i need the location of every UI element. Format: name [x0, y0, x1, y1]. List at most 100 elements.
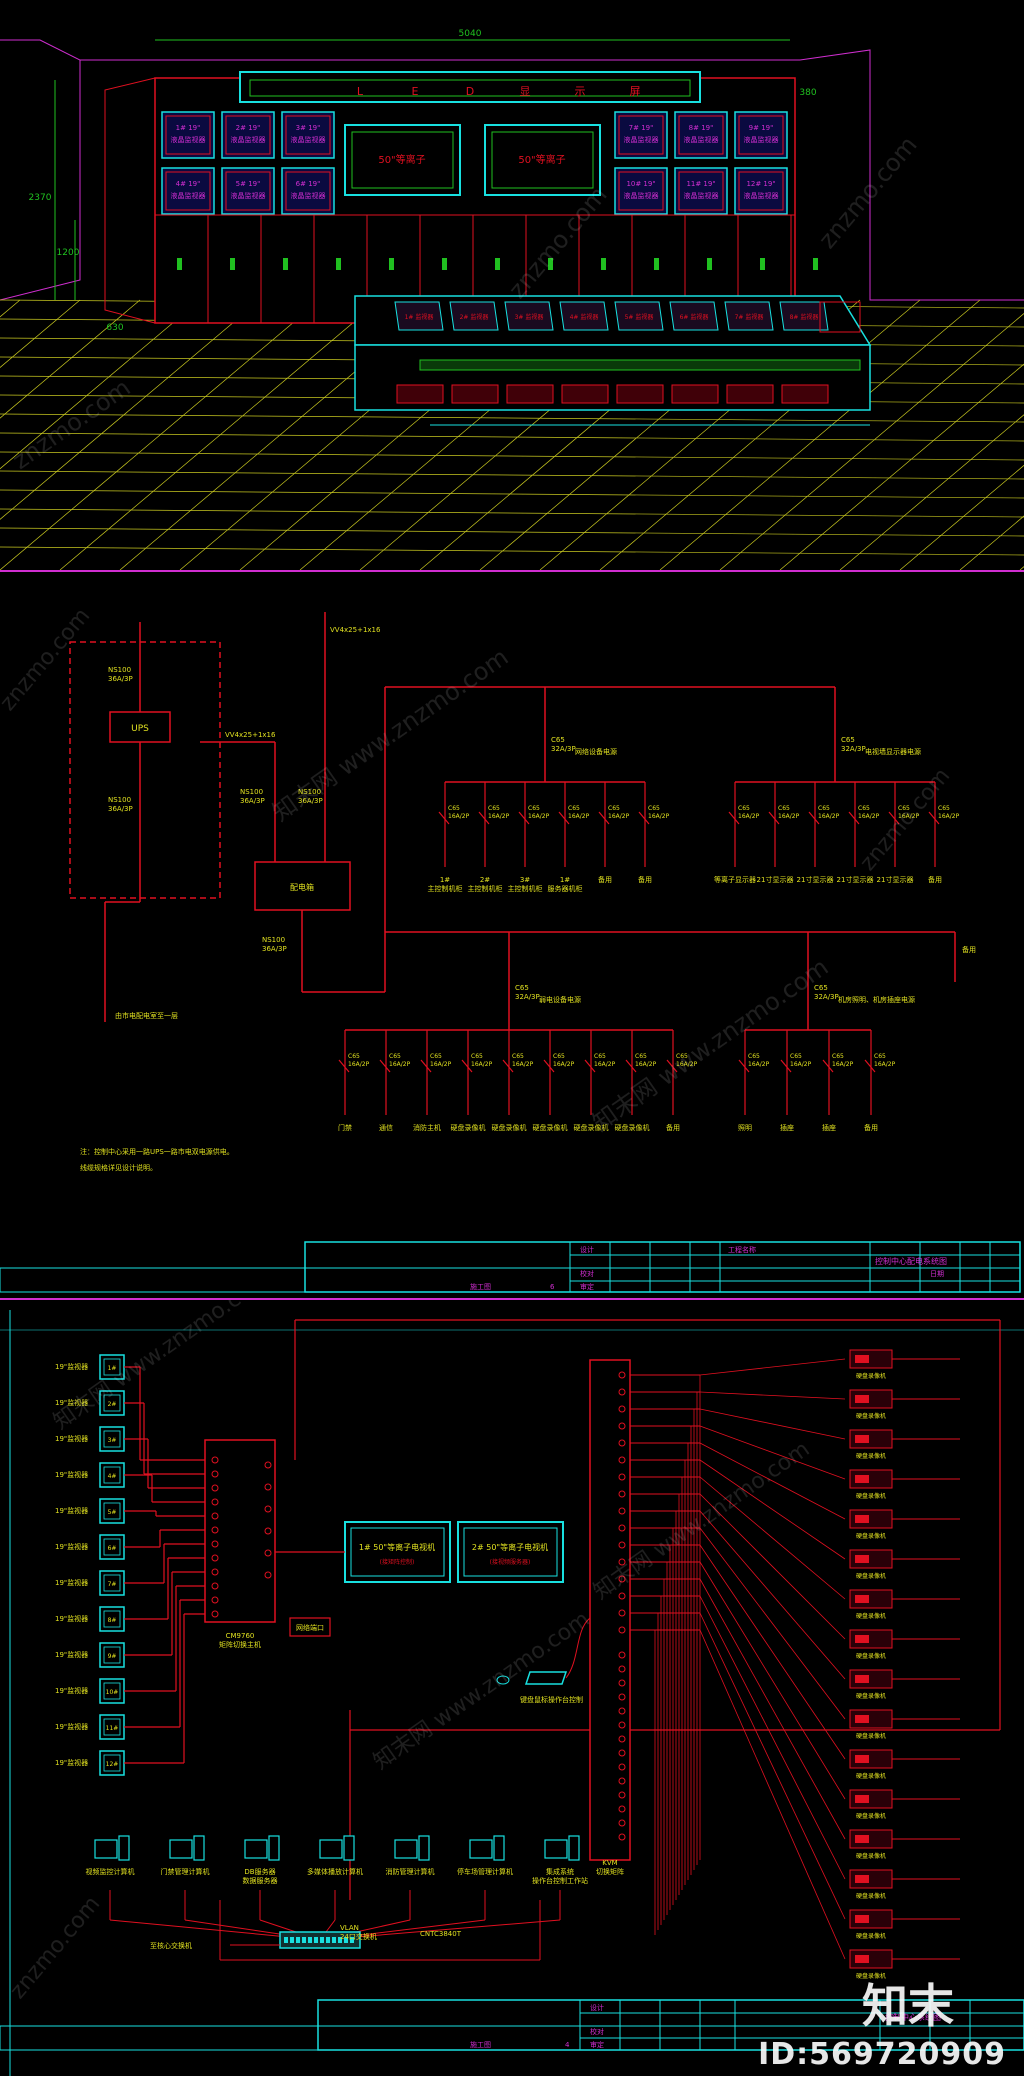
monitor-id: 5# [108, 1509, 117, 1516]
dvr-label-line: 硬盘录像机 [856, 1772, 886, 1780]
matrix-label-line: CM9760 [226, 1632, 255, 1640]
dvr-label-line: 硬盘录像机 [856, 1612, 886, 1620]
console-drawer [671, 384, 719, 404]
console-drawer [781, 384, 829, 404]
monitor-icon-screen [103, 1430, 121, 1448]
feeder-rating-line: 16A/2P [818, 813, 840, 820]
feeder-rating-line: C65 [676, 1053, 688, 1060]
feeder-rating-line: C65 [512, 1053, 524, 1060]
workstation-label-line: 数据服务器 [243, 1876, 278, 1885]
breaker-label-line: 36A/3P [108, 675, 133, 683]
floor-grid-line [0, 451, 1024, 461]
matrix-port [211, 1484, 219, 1492]
feeder-label-line: 主控制机柜 [508, 884, 543, 893]
core-switch-label-line: 至核心交换机 [150, 1941, 192, 1950]
monitor-cell [674, 167, 728, 215]
tb-approve: 审定 [580, 1282, 594, 1291]
dim-h1-line: 2370 [29, 193, 52, 203]
kvm-label-line: KVM [602, 1859, 617, 1867]
monitor-id: 4# 19" [176, 180, 201, 188]
feeder-rating-line: C65 [488, 805, 500, 812]
feeder-label-line: 备用 [638, 875, 652, 884]
floor-grid-line [959, 515, 1024, 570]
floor-grid-line [1019, 566, 1024, 570]
dim-width-line: 5040 [459, 29, 482, 39]
monitor-label-line: 液晶监视器 [744, 191, 779, 200]
feeder-label-line: 硬盘录像机 [451, 1123, 486, 1132]
feeder-label-line: 通信 [379, 1123, 393, 1132]
monitor-label: 19"监视器 [55, 1398, 88, 1407]
monitor-id-line: 3# 19" [296, 124, 321, 132]
monitor-label: 19"监视器 [55, 1542, 88, 1551]
dvr-label: 硬盘录像机 [856, 1892, 886, 1900]
monitor-label-line: 液晶监视器 [171, 135, 206, 144]
kvm-port [618, 1524, 626, 1532]
dim-h3: 380 [799, 88, 816, 98]
floor-grid-line [839, 414, 1024, 570]
console-monitor [779, 301, 829, 331]
monitor-id-line: 10# 19" [626, 180, 655, 188]
feeder-label: 备用 [638, 875, 652, 884]
feeder-rating-line: 16A/2P [568, 813, 590, 820]
breaker-symbol [666, 1059, 678, 1073]
plasma-tv-1-note: (接矩阵控制) [380, 1558, 415, 1566]
dvr-label-line: 硬盘录像机 [856, 1692, 886, 1700]
dvr-label: 硬盘录像机 [856, 1492, 886, 1500]
led-banner-char: 显 [520, 85, 531, 98]
ups-label-line: UPS [131, 724, 149, 734]
feeder-rating-line: 16A/2P [389, 1061, 411, 1068]
feeder-rating-line: C65 [832, 1053, 844, 1060]
group-title-line: 弱电设备电源 [539, 995, 581, 1004]
dvr-link [699, 1391, 846, 1400]
plasma-tv-2-inner [463, 1527, 558, 1577]
group-rating-line: C65 [515, 984, 529, 992]
monitor-id: 2# 19" [236, 124, 261, 132]
feeder-label-line: 服务器机柜 [548, 884, 583, 893]
workstation-monitor [319, 1839, 343, 1859]
kvm-port [618, 1490, 626, 1498]
monitor-id-line: 9# [108, 1653, 117, 1660]
console-monitor-label-line: 4# 监视器 [570, 313, 599, 321]
breaker-label-line: NS100 [108, 666, 131, 674]
breaker-symbol [625, 1059, 637, 1073]
dvr-label: 硬盘录像机 [856, 1572, 886, 1580]
console-monitor-label-line: 1# 监视器 [405, 313, 434, 321]
dvr-led [855, 1715, 869, 1723]
monitor-label-line: 19"监视器 [55, 1542, 88, 1551]
watermark-text: 知末网 www.znzmo.com [587, 953, 833, 1137]
feeder-label: 21寸显示器 [837, 875, 874, 884]
group-title-line: 电视墙显示器电源 [865, 747, 921, 756]
dvr-link [699, 1425, 846, 1480]
monitor-label-line: 液晶监视器 [624, 191, 659, 200]
monitor-label-line: 19"监视器 [55, 1470, 88, 1479]
tb-check-line: 校对 [580, 1269, 594, 1278]
dim-width: 5040 [459, 29, 482, 39]
matrix-port [264, 1483, 272, 1491]
floor-grid-line [779, 363, 1024, 570]
floor-grid-line [0, 299, 261, 520]
console-monitor-label: 8# 监视器 [790, 313, 819, 321]
feeder-rating-line: 16A/2P [448, 813, 470, 820]
kvm-port [618, 1707, 626, 1715]
breaker-symbol [558, 811, 570, 825]
ups-box [109, 711, 171, 743]
monitor-label: 19"监视器 [55, 1614, 88, 1623]
monitor-label-line: 19"监视器 [55, 1506, 88, 1515]
monitor-icon-screen [103, 1538, 121, 1556]
switch-port [338, 1937, 342, 1943]
monitor-cell [614, 111, 668, 159]
monitor-label-line: 液晶监视器 [744, 135, 779, 144]
monitor-label: 19"监视器 [55, 1722, 88, 1731]
cabinet-handle [813, 258, 818, 270]
monitor-label: 液晶监视器 [291, 191, 326, 200]
monitor-label: 19"监视器 [55, 1362, 88, 1371]
monitor-label-line: 19"监视器 [55, 1434, 88, 1443]
watermark-text: znzmo.com [5, 1892, 105, 2004]
